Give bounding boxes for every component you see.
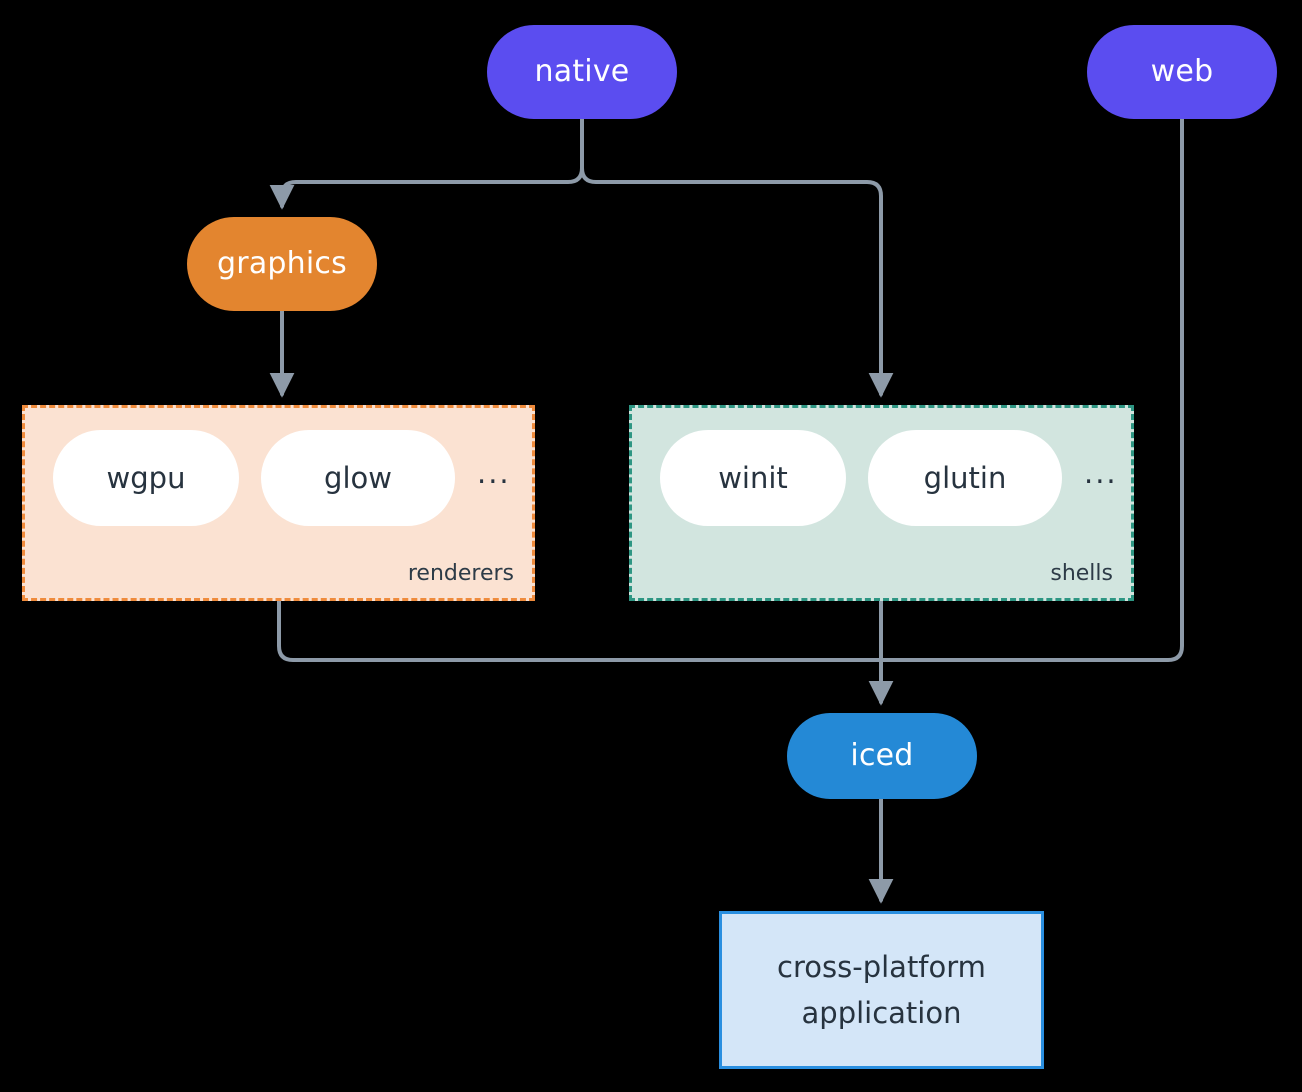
group-renderers-label: renderers — [407, 561, 514, 586]
node-web[interactable]: web — [1087, 25, 1277, 119]
edge-native-to-shells — [580, 166, 894, 398]
renderers-more-ellipsis: ... — [477, 455, 511, 490]
edge-renderers-to-iced — [277, 599, 883, 662]
group-renderers[interactable]: wgpu glow ... renderers — [22, 405, 535, 601]
group-shells-label: shells — [1050, 561, 1113, 586]
node-native-label: native — [534, 54, 630, 90]
node-native[interactable]: native — [487, 25, 677, 119]
shells-more-ellipsis: ... — [1084, 455, 1118, 490]
group-renderers-items: wgpu glow ... — [25, 430, 532, 526]
node-graphics[interactable]: graphics — [187, 217, 377, 311]
chip-wgpu[interactable]: wgpu — [53, 430, 239, 526]
node-web-label: web — [1150, 54, 1214, 90]
node-application-line1: cross-platform — [777, 949, 986, 984]
node-iced[interactable]: iced — [787, 713, 977, 799]
node-application-line2: application — [801, 996, 962, 1030]
group-shells[interactable]: winit glutin ... shells — [629, 405, 1134, 601]
node-graphics-label: graphics — [217, 246, 347, 282]
edge-native-to-graphics — [269, 166, 584, 210]
chip-glutin-label: glutin — [923, 461, 1007, 495]
chip-glow[interactable]: glow — [261, 430, 455, 526]
chip-winit-label: winit — [718, 461, 788, 495]
edge-web-to-iced — [879, 117, 1184, 662]
chip-wgpu-label: wgpu — [106, 461, 186, 495]
node-application[interactable]: cross-platform application — [719, 911, 1044, 1069]
group-shells-items: winit glutin ... — [632, 430, 1131, 526]
chip-glutin[interactable]: glutin — [868, 430, 1062, 526]
chip-winit[interactable]: winit — [660, 430, 846, 526]
chip-glow-label: glow — [324, 461, 392, 495]
node-iced-label: iced — [850, 738, 914, 774]
